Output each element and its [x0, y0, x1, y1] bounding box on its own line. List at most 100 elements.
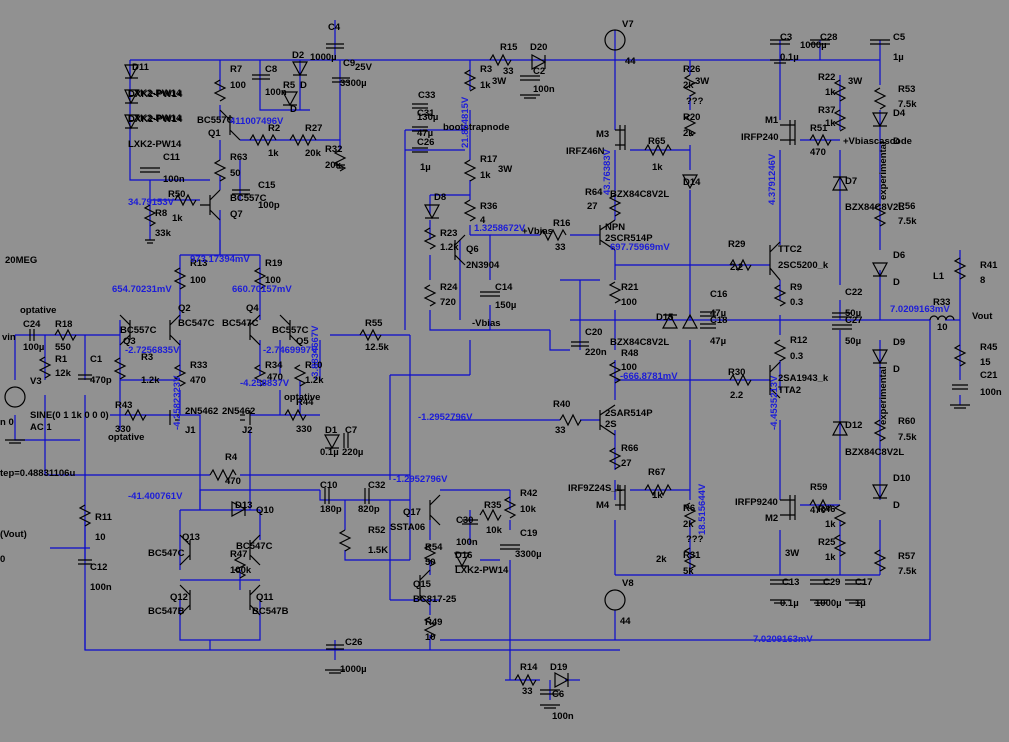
component-label: 3W: [785, 548, 799, 559]
component-label: Q15: [413, 579, 432, 590]
component-label: C27: [845, 315, 862, 326]
component-label: 12k: [55, 368, 72, 379]
voltage-layer: 34.79153V411007496V973.17394mV654.70231m…: [112, 96, 950, 645]
node-voltage-label: 7.0209163mV: [890, 304, 950, 315]
component-label: R34: [265, 360, 283, 371]
component-label: TTC2: [778, 244, 802, 255]
component-label: C11: [163, 152, 181, 163]
component-label: 100k: [230, 565, 252, 576]
component-label: R26: [683, 64, 700, 75]
component-label: Q1: [208, 128, 221, 139]
node-voltage-label: 7.0209163mV: [753, 634, 813, 645]
component-label: R15: [500, 42, 518, 53]
component-label: R18: [55, 319, 72, 330]
component-label: D: [893, 277, 900, 288]
component-label: M1: [765, 115, 779, 126]
component-label: R49: [425, 617, 442, 628]
component-label: 15: [980, 357, 991, 368]
component-label: 470: [190, 375, 206, 386]
component-label: optative: [108, 432, 144, 443]
component-label: R35: [484, 500, 502, 511]
component-label: R14: [520, 662, 538, 673]
component-label: BC547C: [222, 318, 259, 329]
component-label: optative: [20, 305, 56, 316]
node-voltage-label: 43.76383V: [602, 148, 613, 195]
component-label: bootstrapnode: [443, 122, 510, 133]
node-voltage-label: -4.2582323V: [172, 375, 183, 430]
node-voltage-label: experimental: [878, 366, 889, 425]
component-label: D4: [893, 108, 906, 119]
component-label: 20k: [305, 148, 322, 159]
component-label: 33: [503, 66, 514, 77]
component-label: 2k: [656, 554, 667, 565]
component-label: R32: [325, 144, 342, 155]
node-voltage-label: -2.7256835V: [125, 345, 180, 356]
component-label: IRFZ46N: [566, 146, 605, 157]
component-label: 50µ: [845, 336, 861, 347]
component-label: vin: [2, 332, 16, 343]
component-label: 100µ: [23, 342, 44, 353]
component-label: C9: [343, 58, 355, 69]
component-label: R60: [898, 416, 915, 427]
label-layer: D11LXK2-PW14DXK2-PW14LXK2-PW14DXK2-PW14L…: [0, 19, 1002, 722]
component-label: 10k: [486, 525, 503, 536]
component-label: R46: [818, 504, 835, 515]
component-label: 1k: [825, 552, 836, 563]
component-label: 100n: [265, 87, 287, 98]
component-label: R19: [265, 258, 282, 269]
component-label: 0: [0, 554, 5, 565]
node-voltage-label: -3.8834667V: [310, 325, 321, 380]
component-label: 0.3: [790, 297, 803, 308]
component-label: 150µ: [495, 300, 516, 311]
component-label: 0.1µ: [780, 52, 799, 63]
component-label: 1000µ: [815, 598, 842, 609]
component-label: R16: [553, 218, 570, 229]
node-voltage-label: -4.4535213V: [769, 375, 780, 430]
component-label: Q13: [182, 532, 200, 543]
component-label: R59: [810, 482, 827, 493]
component-label: R36: [480, 201, 497, 212]
node-voltage-label: 4.3791246V: [767, 153, 778, 205]
component-label: D: [893, 364, 900, 375]
component-label: DXK2-PW14: [128, 114, 183, 125]
component-label: 47µ: [710, 308, 726, 319]
component-label: BZX84C8V2L: [610, 189, 669, 200]
component-label: (Vout): [0, 529, 27, 540]
component-label: 44: [625, 56, 636, 67]
component-label: 100n: [163, 174, 185, 185]
component-label: L1: [933, 271, 945, 282]
component-label: 10: [95, 532, 106, 543]
component-label: 2k: [683, 519, 694, 530]
component-label: 44: [620, 616, 631, 627]
component-label: M2: [765, 513, 778, 524]
component-label: 550: [55, 342, 71, 353]
component-label: Q12: [170, 592, 188, 603]
component-label: R2: [268, 123, 280, 134]
node-voltage-label: 18.515644V: [697, 483, 708, 535]
component-label: LXK2-PW14: [455, 565, 509, 576]
component-label: C3: [780, 32, 792, 43]
component-label: C2: [533, 66, 545, 77]
component-label: 3W: [498, 164, 512, 175]
component-label: NPN: [605, 222, 625, 233]
node-voltage-label: -666.8781mV: [620, 371, 678, 382]
component-label: V8: [622, 578, 634, 589]
component-label: C26: [417, 137, 434, 148]
component-label: R42: [520, 488, 537, 499]
component-label: J1: [185, 425, 196, 436]
node-voltage-label: 654.70231mV: [112, 284, 172, 295]
component-label: ???: [686, 96, 704, 107]
component-label: R3: [480, 64, 492, 75]
component-label: D2: [292, 50, 304, 61]
component-label: 0.1µ: [780, 598, 799, 609]
component-label: 10k: [520, 504, 537, 515]
component-label: 47µ: [710, 336, 726, 347]
node-voltage-label: -1.2952796V: [393, 474, 448, 485]
component-label: 1000µ: [310, 52, 337, 63]
component-label: 4: [480, 215, 486, 226]
component-label: BC547C: [236, 541, 273, 552]
component-label: R41: [980, 260, 998, 271]
component-label: 1k: [652, 162, 663, 173]
component-label: J2: [242, 425, 253, 436]
component-label: SSTA06: [390, 522, 425, 533]
